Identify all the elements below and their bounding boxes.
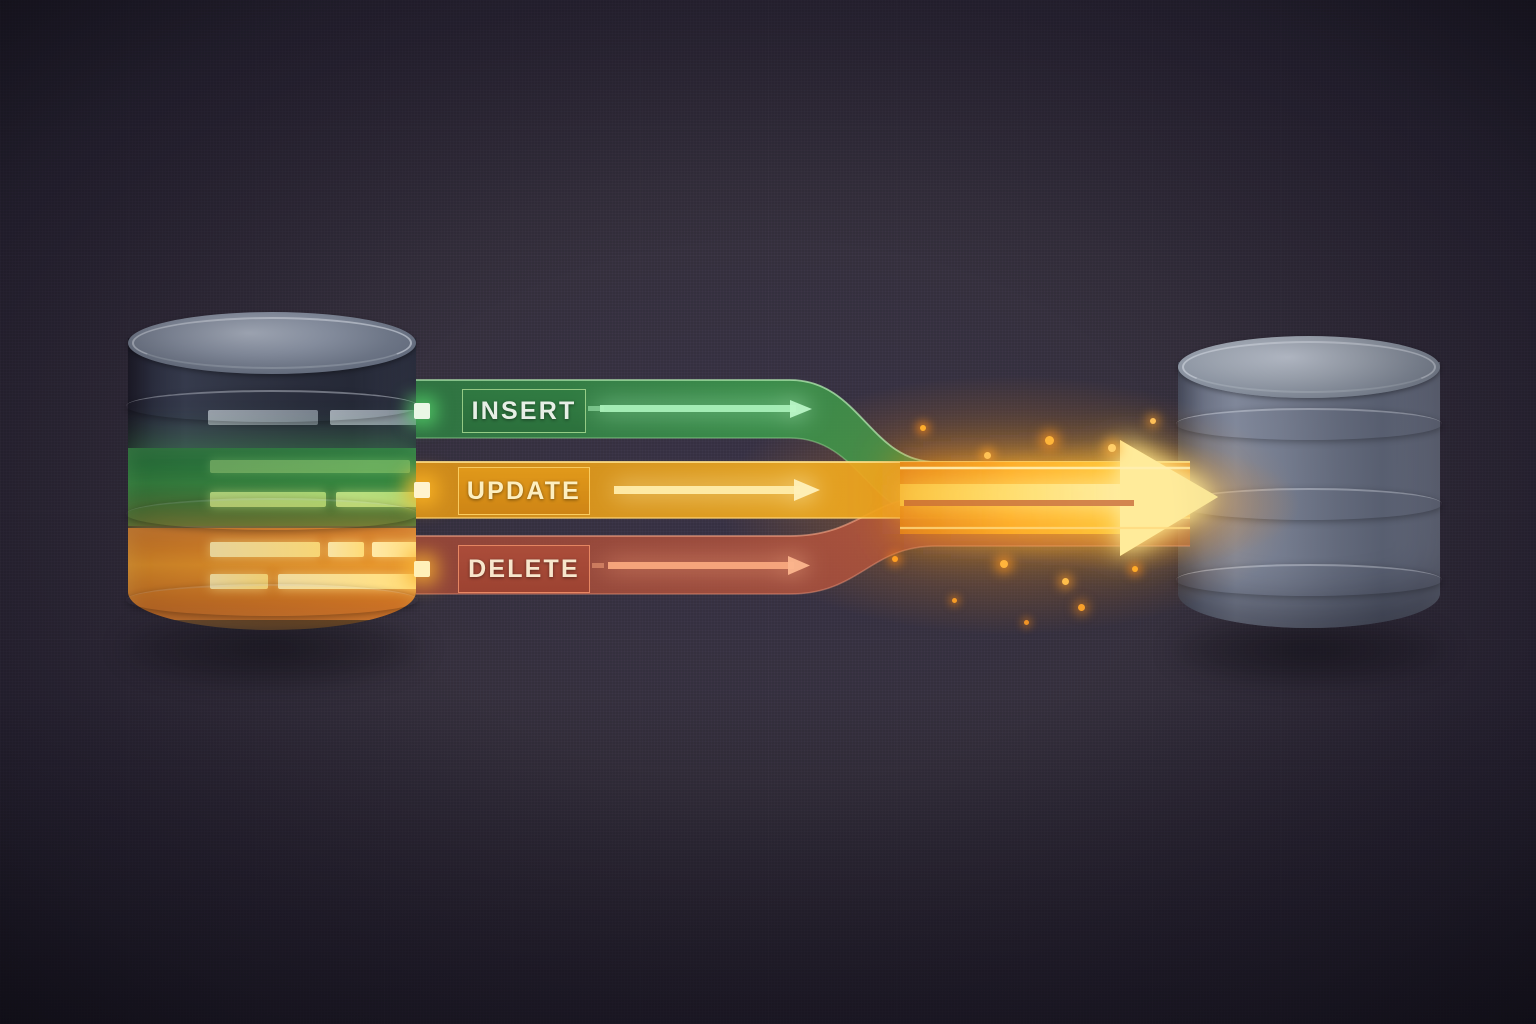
lane-label-delete-text: DELETE bbox=[468, 554, 580, 583]
lane-indicator-update[interactable] bbox=[414, 482, 430, 498]
merged-stream-streak bbox=[904, 500, 1134, 506]
lane-label-insert-text: INSERT bbox=[471, 396, 577, 425]
lane-indicator-insert[interactable] bbox=[414, 403, 430, 419]
lane-label-update-text: UPDATE bbox=[466, 476, 582, 505]
lane-label-delete[interactable]: DELETE bbox=[458, 545, 590, 593]
lane-indicator-delete[interactable] bbox=[414, 561, 430, 577]
lane-label-update[interactable]: UPDATE bbox=[458, 467, 590, 515]
lane-label-insert[interactable]: INSERT bbox=[462, 389, 586, 433]
